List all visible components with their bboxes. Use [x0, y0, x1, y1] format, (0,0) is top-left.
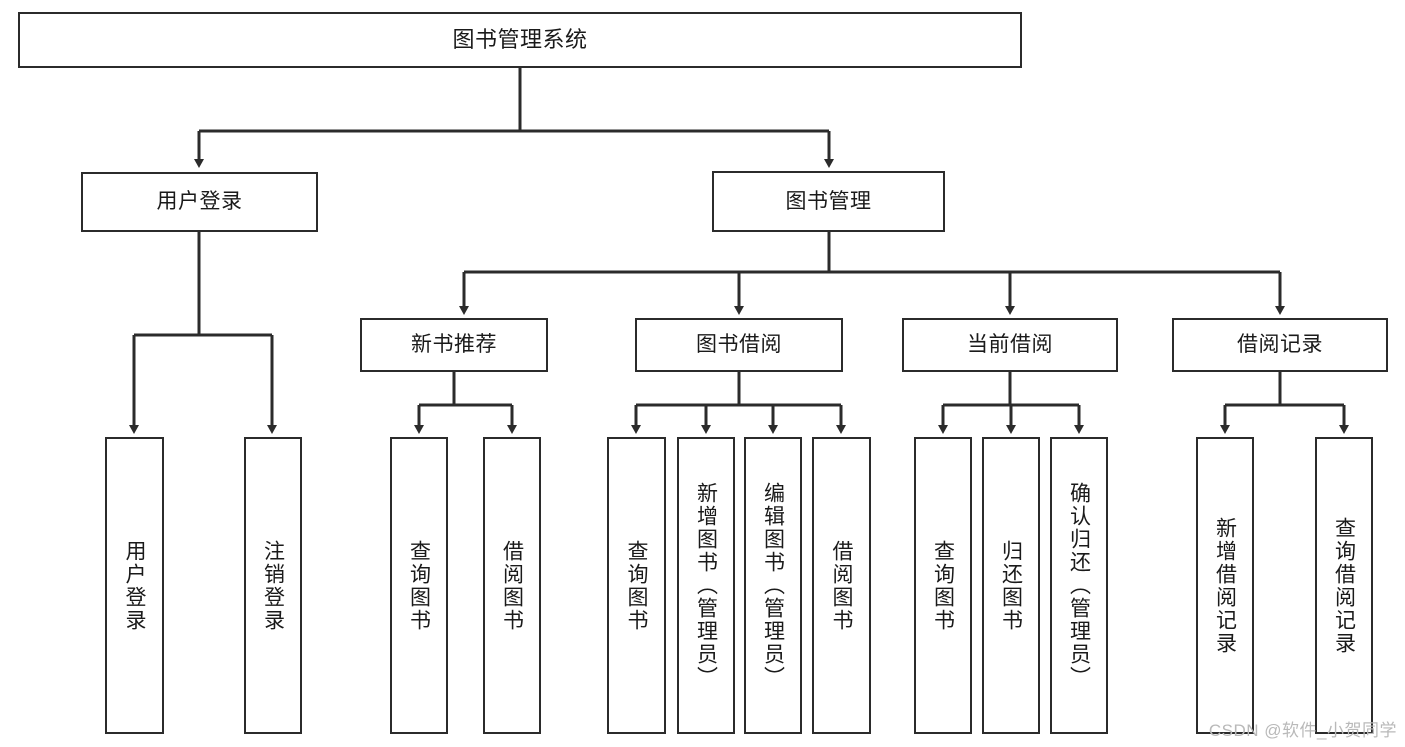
node-label: 归还图书 [999, 539, 1023, 632]
csdn-watermark: CSDN @软件_小贺同学 [1208, 721, 1397, 740]
node-label: 查询图书 [407, 539, 431, 632]
node-borrow-records[interactable]: 借阅记录 [1172, 318, 1388, 372]
node-label: 确认归还（管理员） [1067, 482, 1091, 689]
node-leaf-return-book[interactable]: 归还图书 [982, 437, 1040, 734]
node-label: 借阅图书 [500, 539, 524, 632]
node-new-book-recommend[interactable]: 新书推荐 [360, 318, 548, 372]
node-label: 当前借阅 [967, 333, 1053, 357]
edge-group-user-login [129, 232, 277, 434]
node-label: 查询图书 [931, 539, 955, 632]
node-label: 查询借阅记录 [1332, 516, 1356, 655]
node-label: 新增借阅记录 [1213, 516, 1237, 655]
node-leaf-confirm-return-admin[interactable]: 确认归还（管理员） [1050, 437, 1108, 734]
node-label: 新书推荐 [411, 333, 497, 357]
node-book-borrow[interactable]: 图书借阅 [635, 318, 843, 372]
node-label: 用户登录 [123, 539, 147, 632]
node-leaf-query-book-bo[interactable]: 查询图书 [607, 437, 666, 734]
edge-group-records [1220, 372, 1349, 434]
node-leaf-query-book-nb[interactable]: 查询图书 [390, 437, 448, 734]
node-label: 图书管理系统 [452, 26, 588, 52]
node-leaf-logout[interactable]: 注销登录 [244, 437, 302, 734]
edge-group-book-management [459, 232, 1285, 315]
node-label: 图书管理 [785, 189, 872, 213]
node-label: 用户登录 [156, 190, 243, 214]
node-current-borrow[interactable]: 当前借阅 [902, 318, 1118, 372]
node-label: 编辑图书（管理员） [761, 482, 785, 689]
node-label: 图书借阅 [696, 333, 782, 357]
node-label: 借阅图书 [830, 539, 854, 632]
node-book-management[interactable]: 图书管理 [712, 171, 945, 232]
edge-group-root [194, 68, 834, 168]
node-user-login[interactable]: 用户登录 [81, 172, 318, 232]
node-leaf-user-login[interactable]: 用户登录 [105, 437, 164, 734]
node-leaf-query-book-cu[interactable]: 查询图书 [914, 437, 972, 734]
node-label: 查询图书 [625, 539, 649, 632]
node-leaf-query-borrow-record[interactable]: 查询借阅记录 [1315, 437, 1373, 734]
node-leaf-borrow-book-bo[interactable]: 借阅图书 [812, 437, 871, 734]
edge-group-new-book [414, 372, 517, 434]
node-label: 借阅记录 [1237, 333, 1323, 357]
node-leaf-add-book-admin[interactable]: 新增图书（管理员） [677, 437, 735, 734]
edge-group-current [938, 372, 1084, 434]
node-leaf-add-borrow-record[interactable]: 新增借阅记录 [1196, 437, 1254, 734]
node-leaf-borrow-book-nb[interactable]: 借阅图书 [483, 437, 541, 734]
node-root-system[interactable]: 图书管理系统 [18, 12, 1022, 68]
node-label: 注销登录 [261, 539, 285, 632]
edge-group-borrow [631, 372, 846, 434]
node-leaf-edit-book-admin[interactable]: 编辑图书（管理员） [744, 437, 802, 734]
node-label: 新增图书（管理员） [694, 482, 718, 689]
